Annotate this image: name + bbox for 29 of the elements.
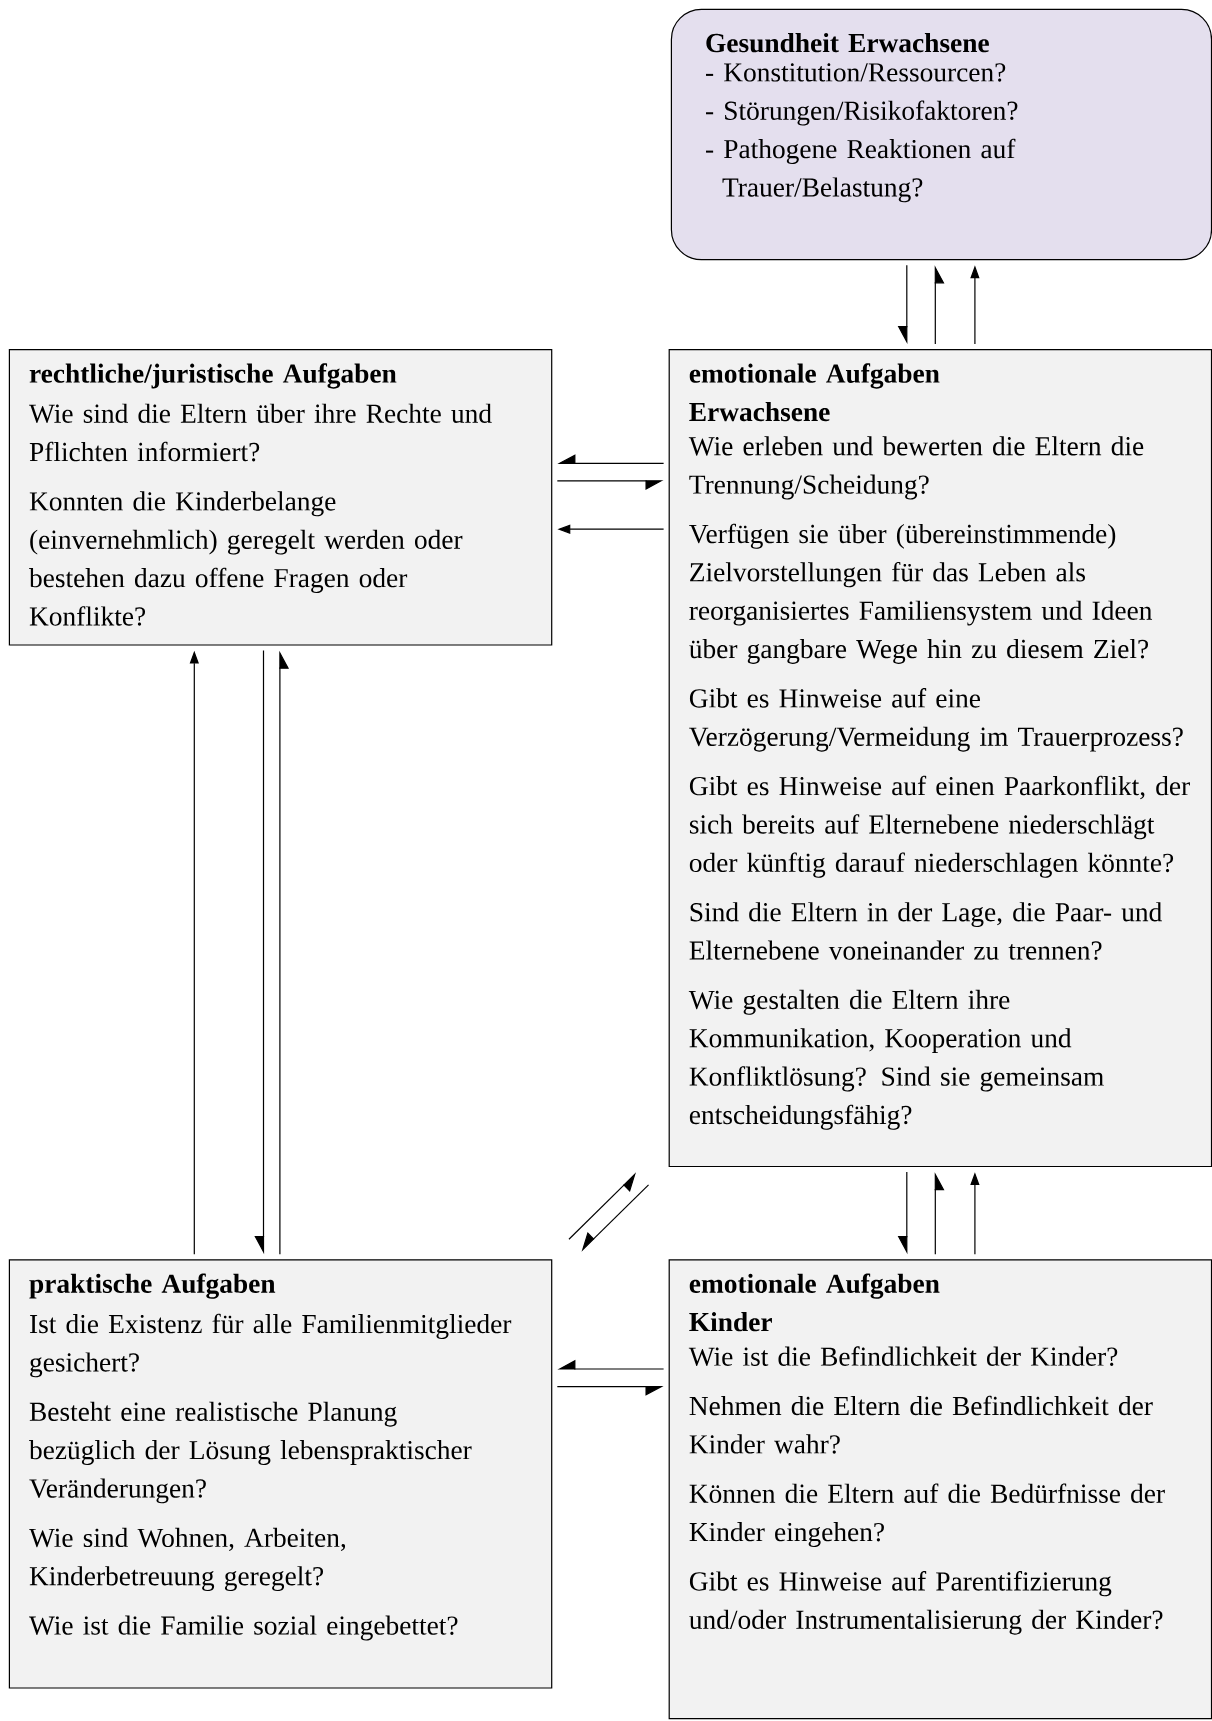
node-label: Wie sind Wohnen, Arbeiten, Kinderbetreuung geregelt? [29,1527,346,1592]
node-label: Wie sind die Eltern über ihre Rechte und Pflichten informiert? [29,403,492,462]
rounded-box [670,8,1212,261]
node-label: Wie gestalten die Eltern ihre Kommunikation, Kooperation und Konfliktlösung? Sind sie gemeinsam entscheidungsfähig? [688,989,1104,1130]
node-label: Gesundheit Erwachsene [706,33,989,53]
node-label: - Konstitution/Ressourcen? [706,63,1006,82]
task-box [668,1259,1212,1720]
node-label: praktische Aufgaben [29,1273,276,1299]
node-label: emotionale Aufgaben Erwachsene [689,363,940,422]
node-label: Wie ist die Familie sozial eingebettet? [29,1615,458,1641]
node-label: Konnten die Kinderbelange (einvernehmlich) geregelt werden oder bestehen dazu offene Fragen oder Konflikte? [29,491,463,626]
node-label: rechtliche/juristische Aufgaben [29,363,397,389]
task-box [8,1259,553,1689]
node-label: - Pathogene Reaktionen auf Trauer/Belastung? [706,138,1016,203]
task-box [668,349,1212,1168]
node-label: Verfügen sie über (übereinstimmende) Zielvorstellungen für das Leben als reorganisiertes Familiensystem und Ideen über gangbare Wege hin zu diesem Ziel? [689,523,1153,664]
node-label: Nehmen die Eltern die Befindlichkeit der Kinder wahr? [689,1395,1153,1454]
node-label: Besteht eine realistische Planung bezüglich der Lösung lebenspraktischer Veränderungen? [29,1401,472,1504]
node-label: Wie erleben und bewerten die Eltern die Trennung/Scheidung? [688,436,1144,500]
node-label: Gibt es Hinweise auf einen Paarkonflikt, der sich bereits auf Elternebene niederschlägt oder künftig darauf niederschlagen könnte? [689,775,1190,878]
task-box [8,349,553,646]
node-label: Ist die Existenz für alle Familienmitglieder gesichert? [29,1313,512,1378]
node-label: Gibt es Hinweise auf eine Verzögerung/Vermeidung im Trauerprozess? [689,688,1183,752]
node-label: Können die Eltern auf die Bedürfnisse der Kinder eingehen? [689,1483,1165,1547]
node-label: emotionale Aufgaben Kinder [689,1273,940,1332]
node-label: Gibt es Hinweise auf Parentifizierung und/oder Instrumentalisierung der Kinder? [689,1571,1163,1635]
node-label: Wie ist die Befindlichkeit der Kinder? [688,1346,1118,1367]
node-label: Sind die Eltern in der Lage, die Paar- und Elternebene voneinander zu trennen? [689,902,1162,960]
node-label: - Störungen/Risikofaktoren? [706,100,1018,126]
